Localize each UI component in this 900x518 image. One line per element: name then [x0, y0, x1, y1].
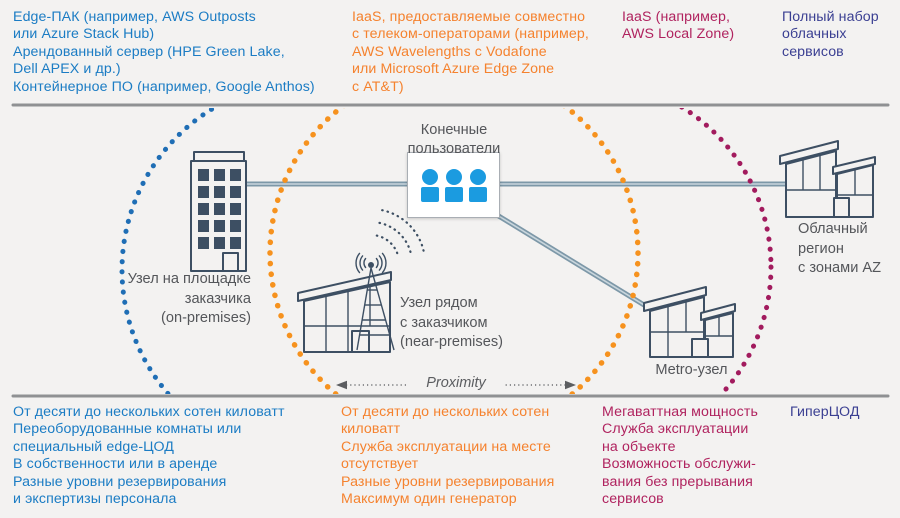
- tower-door: [222, 252, 239, 272]
- metro-building: [643, 286, 736, 358]
- metro-roof-left: [643, 286, 707, 312]
- antenna-tower: [356, 262, 395, 351]
- metro-node-label: Metro-узел: [655, 362, 728, 378]
- on-prem-building: [190, 151, 247, 272]
- metro-roof-right: [700, 303, 736, 321]
- bottom-note-metro: Мегаваттная мощность Служба эксплуатации…: [602, 404, 758, 508]
- cloud-roof-right: [832, 156, 876, 175]
- top-note-metro: IaaS (например, AWS Local Zone): [622, 9, 735, 43]
- proximity-label: Proximity: [408, 375, 504, 391]
- user-icon: [444, 168, 463, 202]
- user-icon: [420, 168, 439, 202]
- bottom-note-cloud: ГиперЦОД: [790, 404, 860, 420]
- warehouse-door: [351, 330, 370, 353]
- cloud-region-label: Облачный регион с зонами AZ: [798, 221, 882, 276]
- diagonal-link-highlight: [496, 214, 663, 317]
- cloud-roof-left: [779, 140, 839, 165]
- top-note-cloud: Полный набор облачных сервисов: [782, 9, 879, 60]
- metro-door: [691, 338, 709, 358]
- tower-parapet: [193, 151, 245, 162]
- on-prem-node-label: Узел на площадке заказчика (on-premises): [127, 271, 251, 326]
- end-users-box: [407, 152, 500, 218]
- end-users-label: Конечные пользователи: [407, 122, 501, 157]
- top-note-on-prem: Edge-ПАК (например, AWS Outposts или Azu…: [13, 9, 315, 95]
- on-prem-zone-arc: [119, 108, 219, 394]
- near-prem-zone-circle: [267, 108, 641, 394]
- user-icon: [468, 168, 487, 202]
- warehouse-roof: [297, 271, 392, 302]
- arrow-right-icon: [565, 380, 576, 390]
- arrow-left-icon: [336, 380, 347, 390]
- near-prem-node-label: Узел рядом с заказчиком (near-premises): [400, 295, 503, 350]
- cloud-grid: [786, 156, 873, 196]
- warehouse-grid: [304, 287, 390, 352]
- cloud-door: [833, 197, 850, 218]
- network-connectors: [246, 181, 786, 319]
- near-prem-building: [297, 209, 425, 353]
- antenna-tip: [368, 262, 374, 268]
- wifi-signal-dotted-icon: [375, 209, 425, 259]
- cloud-region-building: [779, 140, 876, 218]
- tower-windows: [198, 169, 241, 249]
- metro-grid: [650, 302, 733, 357]
- top-note-near-prem: IaaS, предоставляемые совместно с телеко…: [352, 9, 589, 95]
- bottom-note-on-prem: От десяти до нескольких сотен киловатт П…: [13, 404, 285, 508]
- wifi-waves-icon: [355, 252, 387, 274]
- bottom-note-near-prem: От десяти до нескольких сотен киловатт С…: [341, 404, 555, 508]
- metro-zone-arc: [678, 108, 774, 394]
